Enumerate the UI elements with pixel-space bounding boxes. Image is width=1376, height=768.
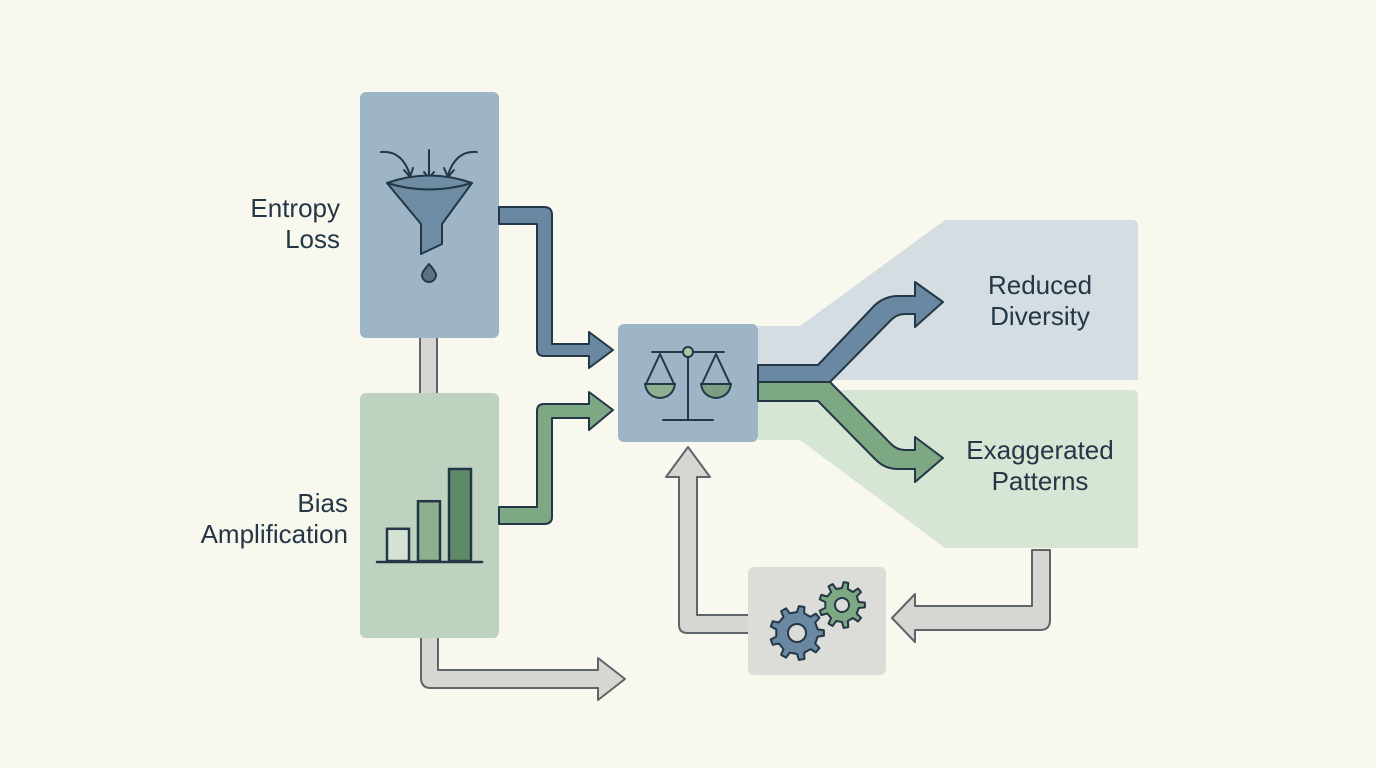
arrow-to-reduced-diversity (757, 281, 944, 383)
output-arrow-bottom (420, 635, 626, 701)
funnel-icon (380, 149, 478, 283)
exaggerated-patterns-line2: Patterns (991, 466, 1089, 496)
bar-icon-bar (447, 467, 473, 563)
reduced-diversity-line1: Reduced (987, 270, 1093, 300)
entropy-loss-label: Entropy Loss (170, 193, 340, 255)
bias-amplification-line2: Amplification (200, 519, 348, 549)
entropy-loss-line1: Entropy (250, 193, 340, 223)
connector-entropy-bias (419, 335, 438, 397)
arrow-entropy-to-balance (498, 206, 614, 369)
exaggerated-patterns-line1: Exaggerated (966, 435, 1114, 465)
reduced-diversity-line2: Diversity (990, 301, 1090, 331)
gears-icon (769, 581, 866, 661)
gear-hole (787, 623, 807, 643)
entropy-loss-line2: Loss (285, 224, 340, 254)
exaggerated-patterns-label: Exaggerated Patterns (940, 435, 1140, 497)
reduced-diversity-label: Reduced Diversity (940, 270, 1140, 332)
scales-icon (643, 346, 733, 421)
feedback-arrow-return (891, 549, 1051, 643)
feedback-arrow-up (665, 446, 751, 634)
arrow-to-exaggerated-patterns (757, 381, 944, 483)
arrow-bias-to-balance (498, 391, 614, 525)
gear-hole (834, 597, 850, 613)
bar-icon-bar (385, 527, 411, 563)
bias-amplification-label: Bias Amplification (150, 488, 348, 550)
bar-icon-bar (416, 499, 442, 563)
bias-amplification-line1: Bias (297, 488, 348, 518)
bar-chart-icon (375, 467, 484, 564)
